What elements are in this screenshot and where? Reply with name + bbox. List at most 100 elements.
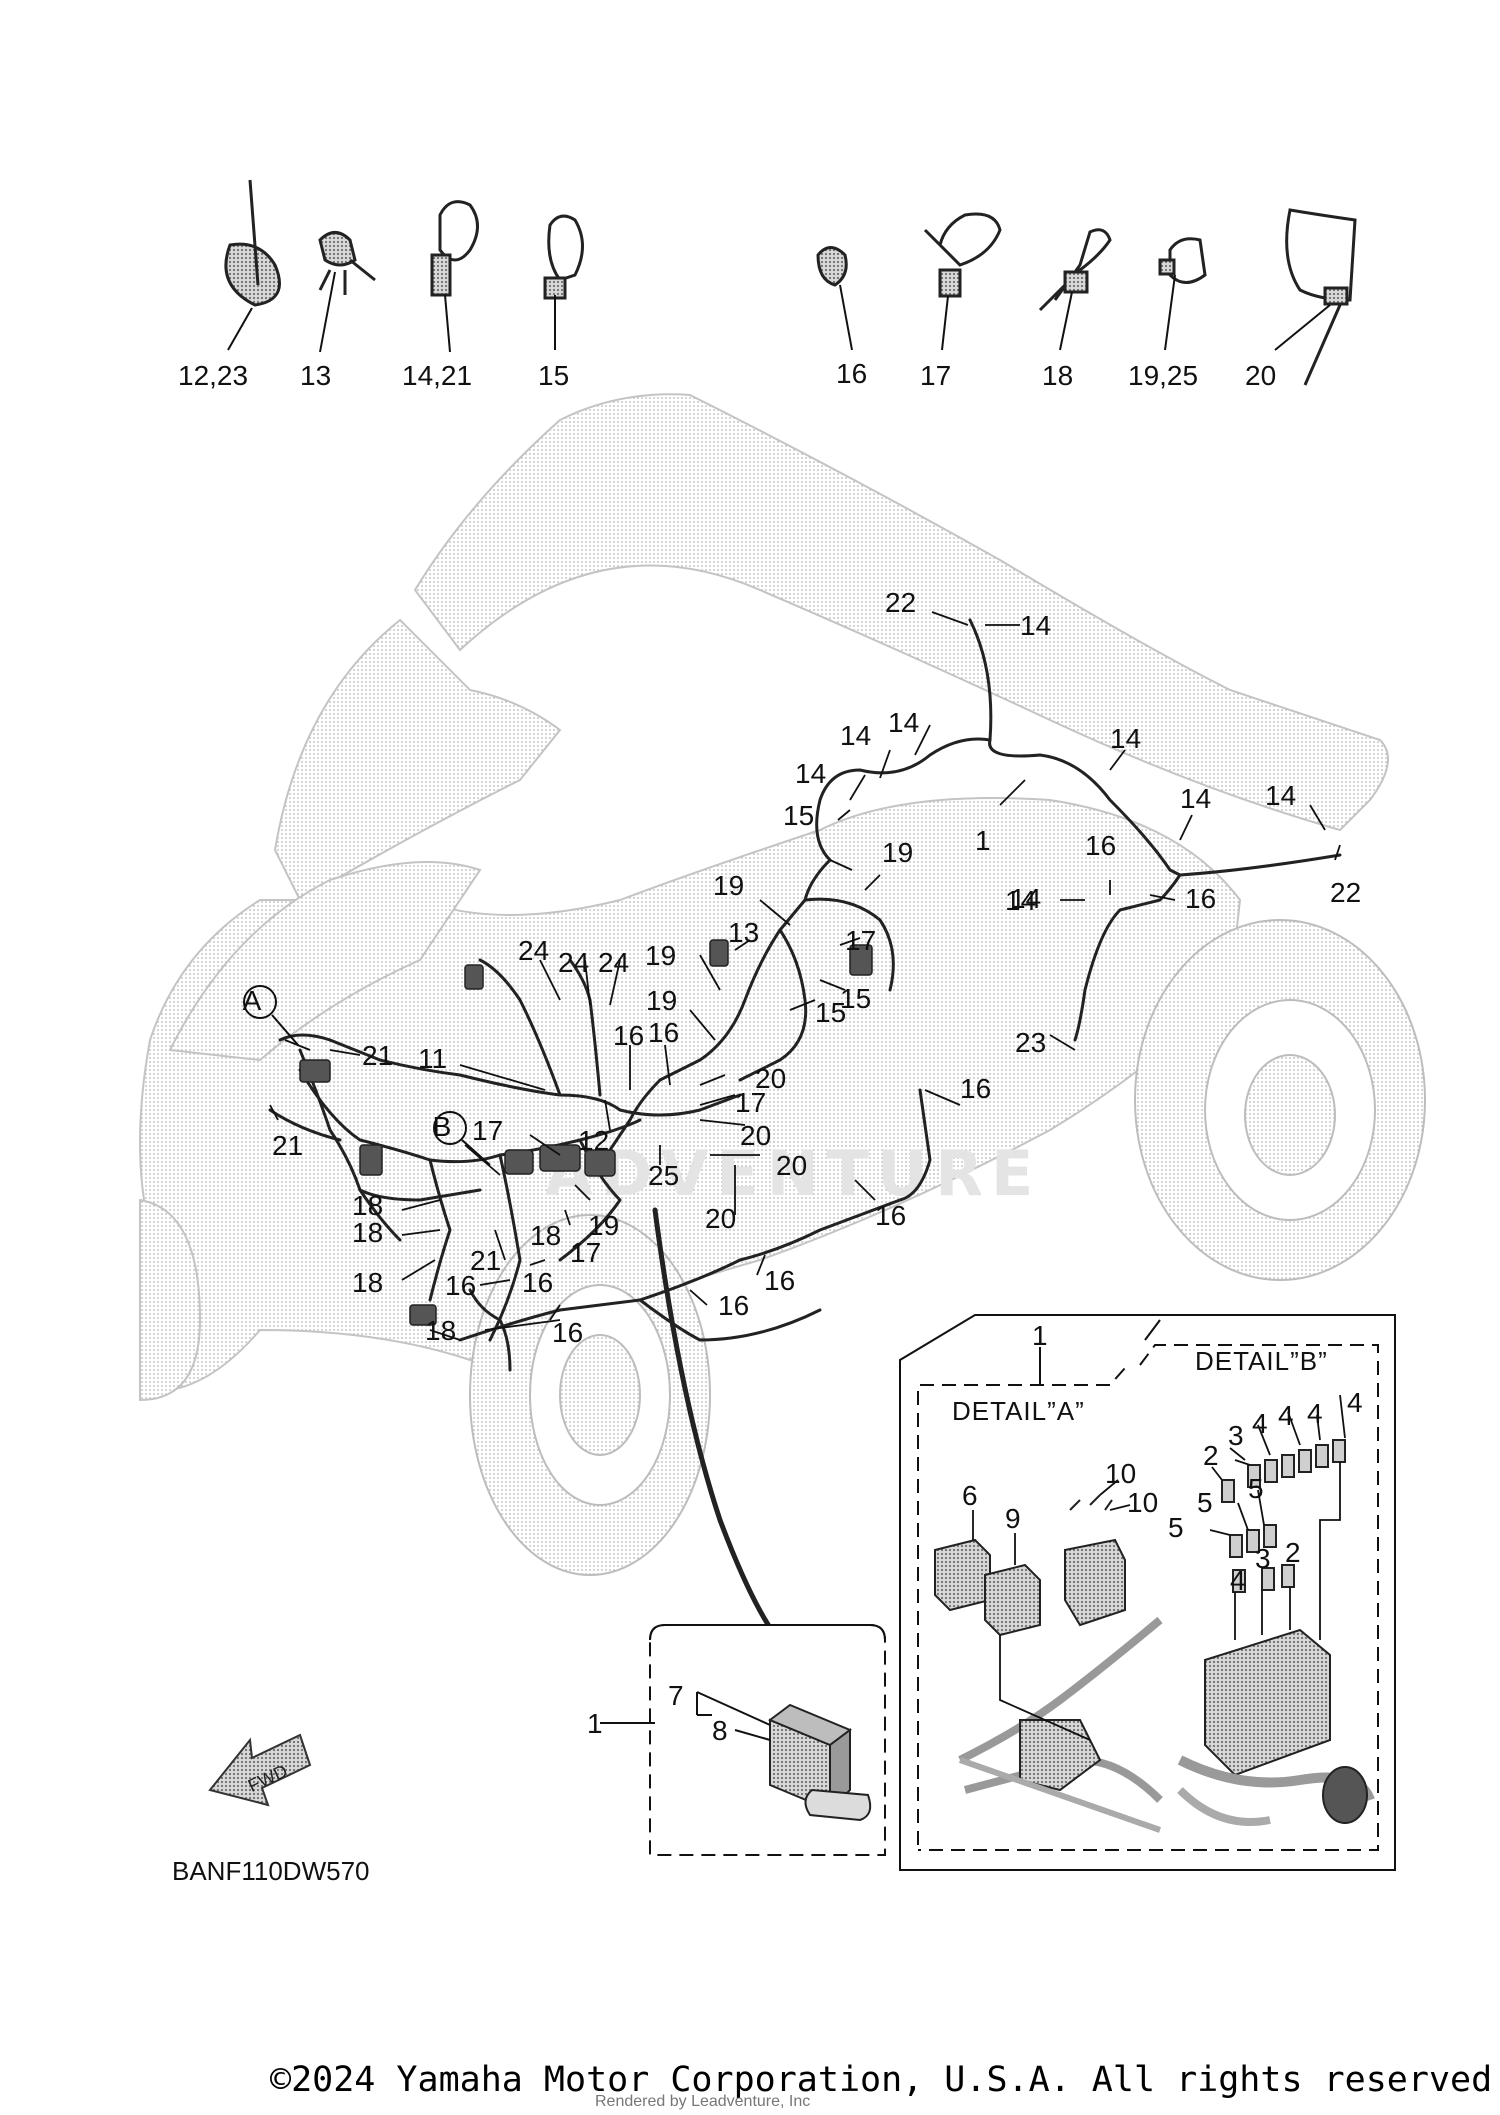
callout-16[interactable]: 16 <box>1185 883 1216 914</box>
callout-9[interactable]: 9 <box>1005 1503 1021 1534</box>
callout-21[interactable]: 21 <box>470 1245 501 1276</box>
callout-14[interactable]: 14 <box>1110 723 1141 754</box>
callout-14[interactable]: 14 <box>888 707 919 738</box>
relay-icon <box>768 1703 872 1822</box>
holder-icon <box>816 246 848 287</box>
detail-a-title: DETAIL”A” <box>952 1396 1085 1426</box>
callout-24[interactable]: 24 <box>558 947 589 978</box>
callout-21[interactable]: 21 <box>272 1130 303 1161</box>
callout-18[interactable]: 18 <box>425 1315 456 1346</box>
callout-b-4b[interactable]: 4 <box>1307 1398 1323 1429</box>
callout-18[interactable]: 18 <box>352 1267 383 1298</box>
callout-20[interactable]: 20 <box>776 1150 807 1181</box>
callout-b-3b[interactable]: 3 <box>1255 1543 1271 1574</box>
detail-b-title: DETAIL”B” <box>1195 1346 1328 1376</box>
callout-19[interactable]: 19 <box>713 870 744 901</box>
callout-A[interactable]: A <box>243 985 262 1016</box>
callout-17[interactable]: 17 <box>845 925 876 956</box>
detail-b-graphics <box>1177 1439 1375 1826</box>
callout-22[interactable]: 22 <box>1330 877 1361 908</box>
callout-hw-20[interactable]: 20 <box>1245 360 1276 391</box>
callout-b-5c[interactable]: 5 <box>1168 1512 1184 1543</box>
detail-panel: 1 DETAIL”A” DETAIL”B” 6 9 10 10 <box>899 1314 1396 1871</box>
callout-14[interactable]: 14 <box>840 720 871 751</box>
callout-16[interactable]: 16 <box>875 1200 906 1231</box>
callout-relay-1[interactable]: 1 <box>587 1708 603 1739</box>
callout-20[interactable]: 20 <box>740 1120 771 1151</box>
callout-16[interactable]: 16 <box>613 1020 644 1051</box>
clamp-icon <box>543 214 584 300</box>
callout-14[interactable]: 14 <box>1005 885 1036 916</box>
callout-b-5b[interactable]: 5 <box>1197 1487 1213 1518</box>
callout-18[interactable]: 18 <box>530 1220 561 1251</box>
diagram-code: BANF110DW570 <box>172 1856 370 1886</box>
vehicle-body <box>138 393 1389 1393</box>
callout-14[interactable]: 14 <box>1020 610 1051 641</box>
callout-hw-14-21[interactable]: 14,21 <box>402 360 472 391</box>
callout-16[interactable]: 16 <box>552 1317 583 1348</box>
callout-hw-19-25[interactable]: 19,25 <box>1128 360 1198 391</box>
callout-18[interactable]: 18 <box>352 1217 383 1248</box>
callout-14[interactable]: 14 <box>1010 883 1041 914</box>
cable-tie-icon <box>224 179 281 307</box>
callout-16[interactable]: 16 <box>445 1270 476 1301</box>
callout-16[interactable]: 16 <box>718 1290 749 1321</box>
callout-b-5a[interactable]: 5 <box>1248 1473 1264 1504</box>
callout-19[interactable]: 19 <box>588 1210 619 1241</box>
callout-16[interactable]: 16 <box>648 1017 679 1048</box>
callout-b-3a[interactable]: 3 <box>1228 1420 1244 1451</box>
hardware-leaders <box>227 271 1331 353</box>
callout-14[interactable]: 14 <box>1265 780 1296 811</box>
callout-14[interactable]: 14 <box>1180 783 1211 814</box>
callout-19[interactable]: 19 <box>646 985 677 1016</box>
callout-hw-12-23[interactable]: 12,23 <box>178 360 248 391</box>
callout-24[interactable]: 24 <box>518 935 549 966</box>
harness-leaders <box>269 611 1341 1341</box>
callout-b-4d[interactable]: 4 <box>1252 1408 1268 1439</box>
callout-14[interactable]: 14 <box>795 758 826 789</box>
callout-20[interactable]: 20 <box>705 1203 736 1234</box>
callout-17[interactable]: 17 <box>570 1237 601 1268</box>
callout-24[interactable]: 24 <box>598 947 629 978</box>
callout-b-2a[interactable]: 2 <box>1203 1440 1219 1471</box>
callout-19[interactable]: 19 <box>645 940 676 971</box>
callout-hw-17[interactable]: 17 <box>920 360 951 391</box>
callout-20[interactable]: 20 <box>755 1063 786 1094</box>
callout-25[interactable]: 25 <box>648 1160 679 1191</box>
callout-18[interactable]: 18 <box>352 1190 383 1221</box>
callout-b-4e[interactable]: 4 <box>1230 1565 1246 1596</box>
callout-b-2b[interactable]: 2 <box>1285 1537 1301 1568</box>
callout-15[interactable]: 15 <box>840 983 871 1014</box>
callout-21[interactable]: 21 <box>362 1040 393 1071</box>
callout-hw-13[interactable]: 13 <box>300 360 331 391</box>
callout-19[interactable]: 19 <box>882 837 913 868</box>
mount-tie-icon <box>1038 228 1112 312</box>
callout-12[interactable]: 12 <box>578 1125 609 1156</box>
callout-6[interactable]: 6 <box>962 1480 978 1511</box>
callout-13[interactable]: 13 <box>728 917 759 948</box>
callout-16[interactable]: 16 <box>960 1073 991 1104</box>
callout-7[interactable]: 7 <box>668 1680 684 1711</box>
callout-16[interactable]: 16 <box>1085 830 1116 861</box>
callout-15[interactable]: 15 <box>815 997 846 1028</box>
callout-b-4a[interactable]: 4 <box>1347 1387 1363 1418</box>
callout-detail-parent-1[interactable]: 1 <box>1032 1320 1048 1351</box>
callout-hw-18[interactable]: 18 <box>1042 360 1073 391</box>
callout-17[interactable]: 17 <box>735 1087 766 1118</box>
callout-10[interactable]: 10 <box>1105 1458 1136 1489</box>
callout-15[interactable]: 15 <box>783 800 814 831</box>
callout-16[interactable]: 16 <box>522 1267 553 1298</box>
callout-1[interactable]: 1 <box>975 825 991 856</box>
callout-hw-16[interactable]: 16 <box>836 358 867 389</box>
callout-22[interactable]: 22 <box>885 587 916 618</box>
callout-11[interactable]: 11 <box>418 1043 447 1074</box>
callout-23[interactable]: 23 <box>1015 1027 1046 1058</box>
callout-8[interactable]: 8 <box>712 1715 728 1746</box>
callout-16[interactable]: 16 <box>764 1265 795 1296</box>
callout-10[interactable]: 10 <box>1127 1487 1158 1518</box>
callout-hw-15[interactable]: 15 <box>538 360 569 391</box>
callout-B[interactable]: B <box>433 1111 452 1142</box>
callout-b-4c[interactable]: 4 <box>1278 1400 1294 1431</box>
callout-17[interactable]: 17 <box>472 1115 503 1146</box>
